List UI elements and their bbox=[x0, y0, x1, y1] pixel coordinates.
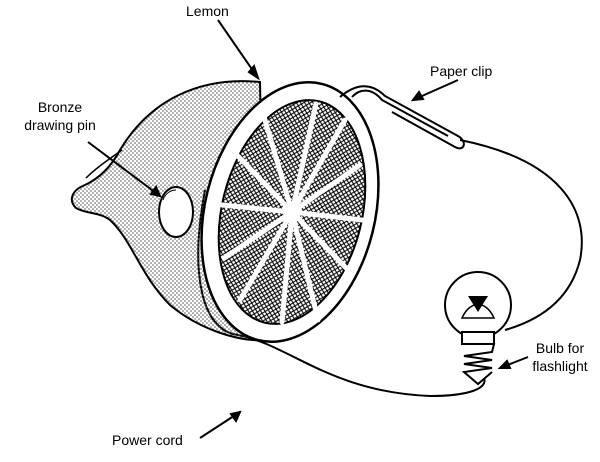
bronze-drawing-pin bbox=[158, 186, 194, 238]
clip-to-bulb-wire bbox=[459, 139, 583, 331]
lemon-label: Lemon bbox=[186, 3, 229, 19]
paper-clip-label: Paper clip bbox=[430, 63, 493, 79]
flashlight-bulb bbox=[444, 271, 512, 386]
leader-lines bbox=[87, 19, 529, 439]
lemon-segment-dividers bbox=[219, 101, 365, 325]
power-cord-label: Power cord bbox=[112, 432, 183, 448]
bulb-label-line1: Bulb for bbox=[535, 340, 585, 356]
bronze-pin-leader bbox=[87, 141, 161, 197]
bulb-label-line2: flashlight bbox=[532, 358, 588, 374]
paper-clip bbox=[339, 85, 465, 150]
bronze-pin-label-line1: Bronze bbox=[37, 99, 83, 115]
bronze-pin-label-line2: drawing pin bbox=[24, 117, 96, 133]
